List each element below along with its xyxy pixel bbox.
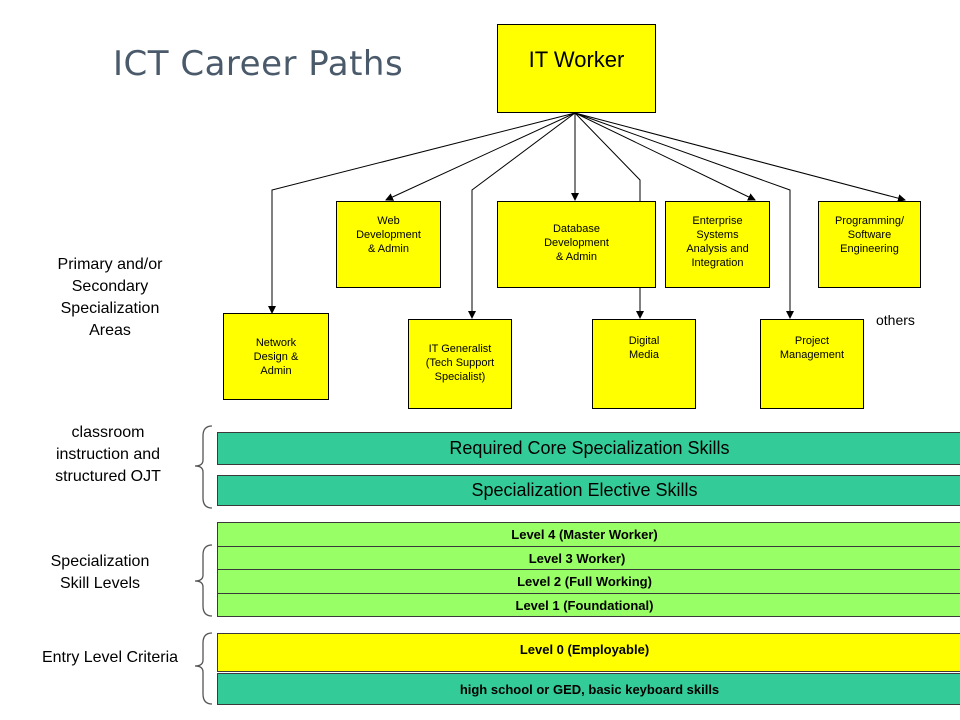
core-skills-bar: Required Core Specialization Skills [217, 432, 960, 465]
arrow-to-web [385, 112, 576, 201]
arrow-to-enterprise [574, 112, 756, 201]
page-title: ICT Career Paths [113, 44, 404, 84]
arrow-to-network [268, 112, 576, 314]
specialization-areas-label: Primary and/or Secondary Specialization … [57, 256, 163, 339]
brace-entry [194, 632, 213, 705]
programming-box: Programming/ Software Engineering [818, 201, 921, 288]
skill-levels-label: Specialization Skill Levels [50, 553, 150, 592]
digital-media-box: Digital Media [592, 319, 696, 409]
arrow-to-it-generalist [468, 112, 576, 319]
elective-skills-bar: Specialization Elective Skills [217, 475, 960, 506]
level-3-bar: Level 3 Worker) [217, 546, 960, 570]
it-worker-box: IT Worker [497, 24, 656, 113]
arrow-to-programming [574, 112, 906, 203]
it-generalist-box: IT Generalist (Tech Support Specialist) [408, 319, 512, 409]
arrow-to-project-mgmt [574, 112, 794, 319]
level-0-bar: Level 0 (Employable) [217, 633, 960, 672]
classroom-label: classroom instruction and structured OJT [55, 424, 161, 485]
project-management-box: Project Management [760, 319, 864, 409]
level-4-bar: Level 4 (Master Worker) [217, 522, 960, 547]
level-1-bar: Level 1 (Foundational) [217, 593, 960, 617]
brace-skill-levels [194, 544, 213, 617]
enterprise-systems-box: Enterprise Systems Analysis and Integrat… [665, 201, 770, 288]
entry-requirements-bar: high school or GED, basic keyboard skill… [217, 673, 960, 705]
level-2-bar: Level 2 (Full Working) [217, 569, 960, 594]
others-label: others [876, 312, 915, 328]
brace-classroom [194, 425, 213, 509]
network-design-box: Network Design & Admin [223, 313, 329, 400]
web-development-box: Web Development & Admin [336, 201, 441, 288]
database-development-box: Database Development & Admin [497, 201, 656, 288]
entry-level-label: Entry Level Criteria [41, 649, 179, 666]
